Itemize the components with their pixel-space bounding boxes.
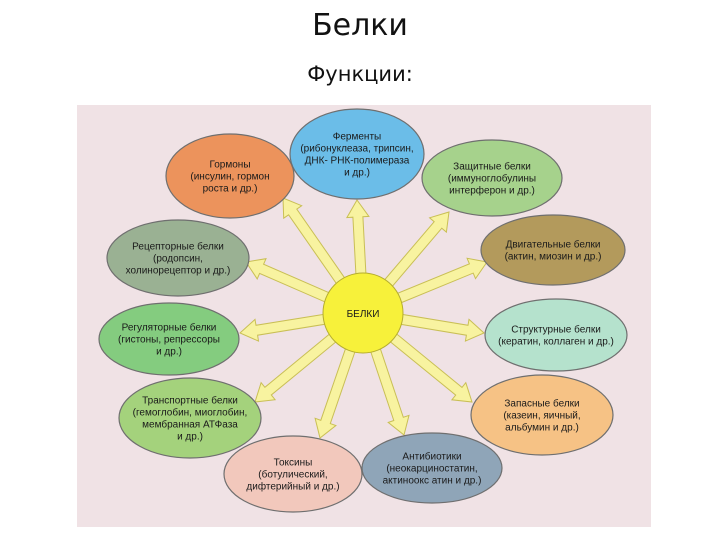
node-label-toksiny-0: Токсины — [274, 458, 313, 469]
arrow-toksiny — [314, 337, 360, 439]
arrow-transportnye — [254, 326, 346, 403]
node-label-dvigatelnye-1: (актин, миозин и др.) — [505, 252, 602, 263]
node-ellipse-zashchitnye — [421, 139, 563, 217]
node-label-zapasnye-2: альбумин и др.) — [505, 422, 579, 434]
node-ellipse-dvigatelnye — [480, 214, 626, 286]
center-label: БЕЛКИ — [347, 309, 380, 320]
node-label-regulyatornye-0: Регуляторные белки — [122, 322, 217, 334]
node-label-retseptornye-2: холинорецептор и др.) — [126, 266, 231, 277]
node-ellipse-fermenty — [289, 108, 425, 200]
node-label-dvigatelnye-0: Двигательные белки — [506, 239, 601, 251]
node-label-retseptornye-1: (родопсин, — [153, 254, 203, 265]
node-label-transportnye-1: (гемоглобин, миоглобин, — [133, 407, 248, 419]
arrow-strukturnye — [389, 312, 485, 342]
node-label-retseptornye-0: Рецепторные белки — [132, 241, 224, 253]
arrow-dvigatelnye — [386, 257, 488, 308]
node-ellipse-regulyatornye — [98, 302, 240, 376]
node-label-transportnye-0: Транспортные белки — [142, 395, 238, 407]
node-label-zashchitnye-2: интерферон и др.) — [449, 185, 535, 197]
arrows-layer — [239, 197, 488, 439]
node-strukturnye: Структурные белки(кератин, коллаген и др… — [484, 298, 628, 372]
node-label-gormony-0: Гормоны — [209, 160, 250, 171]
node-label-regulyatornye-1: (гистоны, репрессоры — [118, 335, 220, 346]
arrow-zashchitnye — [376, 211, 450, 296]
node-label-gormony-2: роста и др.) — [203, 184, 258, 195]
center-hub: БЕЛКИ — [322, 272, 404, 354]
node-ellipse-retseptornye — [106, 219, 250, 297]
page-subtitle: Функции: — [307, 62, 413, 86]
node-retseptornye: Рецепторные белки(родопсин,холинорецепто… — [106, 219, 250, 297]
node-ellipse-toksiny — [223, 435, 363, 513]
node-dvigatelnye: Двигательные белки(актин, миозин и др.) — [480, 214, 626, 286]
arrow-regulyatornye — [239, 312, 337, 342]
node-label-zapasnye-0: Запасные белки — [504, 398, 579, 410]
arrow-antibiotiki — [366, 337, 410, 436]
node-label-toksiny-1: (ботулический, — [258, 469, 327, 481]
node-ellipse-transportnye — [118, 377, 262, 459]
node-label-zashchitnye-0: Защитные белки — [453, 161, 531, 173]
nodes-layer: Ферменты(рибонуклеаза, трипсин,ДНК- РНК-… — [98, 108, 628, 513]
node-label-regulyatornye-2: и др.) — [156, 347, 182, 358]
node-label-strukturnye-1: (кератин, коллаген и др.) — [498, 337, 614, 348]
node-zapasnye: Запасные белки(казеин, яичный,альбумин и… — [470, 374, 614, 456]
arrow-gormony — [282, 197, 352, 294]
node-label-fermenty-1: (рибонуклеаза, трипсин, — [300, 143, 413, 155]
node-fermenty: Ферменты(рибонуклеаза, трипсин,ДНК- РНК-… — [289, 108, 425, 200]
center-circle — [322, 272, 404, 354]
node-label-fermenty-2: ДНК- РНК-полимераза — [305, 156, 410, 167]
node-label-toksiny-2: дифтерийный и др.) — [246, 481, 339, 493]
node-ellipse-gormony — [165, 133, 295, 219]
node-label-antibiotiki-0: Антибиотики — [402, 451, 461, 463]
node-ellipse-zapasnye — [470, 374, 614, 456]
node-zashchitnye: Защитные белки(иммуноглобулиныинтерферон… — [421, 139, 563, 217]
arrow-zapasnye — [380, 326, 473, 403]
arrow-fermenty — [346, 199, 370, 286]
node-label-transportnye-2: мембранная АТФаза — [142, 419, 238, 431]
node-label-gormony-1: (инсулин, гормон — [190, 172, 269, 183]
node-antibiotiki: Антибиотики(неокарциностатин,актиноокс а… — [361, 432, 503, 504]
arrow-retseptornye — [245, 258, 340, 308]
node-label-fermenty-0: Ферменты — [333, 132, 381, 143]
node-regulyatornye: Регуляторные белки(гистоны, репрессорыи … — [98, 302, 240, 376]
node-label-strukturnye-0: Структурные белки — [511, 324, 601, 336]
node-ellipse-strukturnye — [484, 298, 628, 372]
node-toksiny: Токсины(ботулический,дифтерийный и др.) — [223, 435, 363, 513]
node-label-antibiotiki-2: актиноокс атин и др.) — [383, 476, 482, 487]
node-ellipse-antibiotiki — [361, 432, 503, 504]
node-label-zapasnye-1: (казеин, яичный, — [503, 411, 580, 422]
node-transportnye: Транспортные белки(гемоглобин, миоглобин… — [118, 377, 262, 459]
node-label-fermenty-3: и др.) — [344, 168, 370, 179]
page-title: Белки — [312, 8, 408, 43]
node-label-transportnye-3: и др.) — [177, 432, 203, 443]
node-label-antibiotiki-1: (неокарциностатин, — [386, 464, 477, 475]
node-label-zashchitnye-1: (иммуноглобулины — [448, 173, 536, 185]
